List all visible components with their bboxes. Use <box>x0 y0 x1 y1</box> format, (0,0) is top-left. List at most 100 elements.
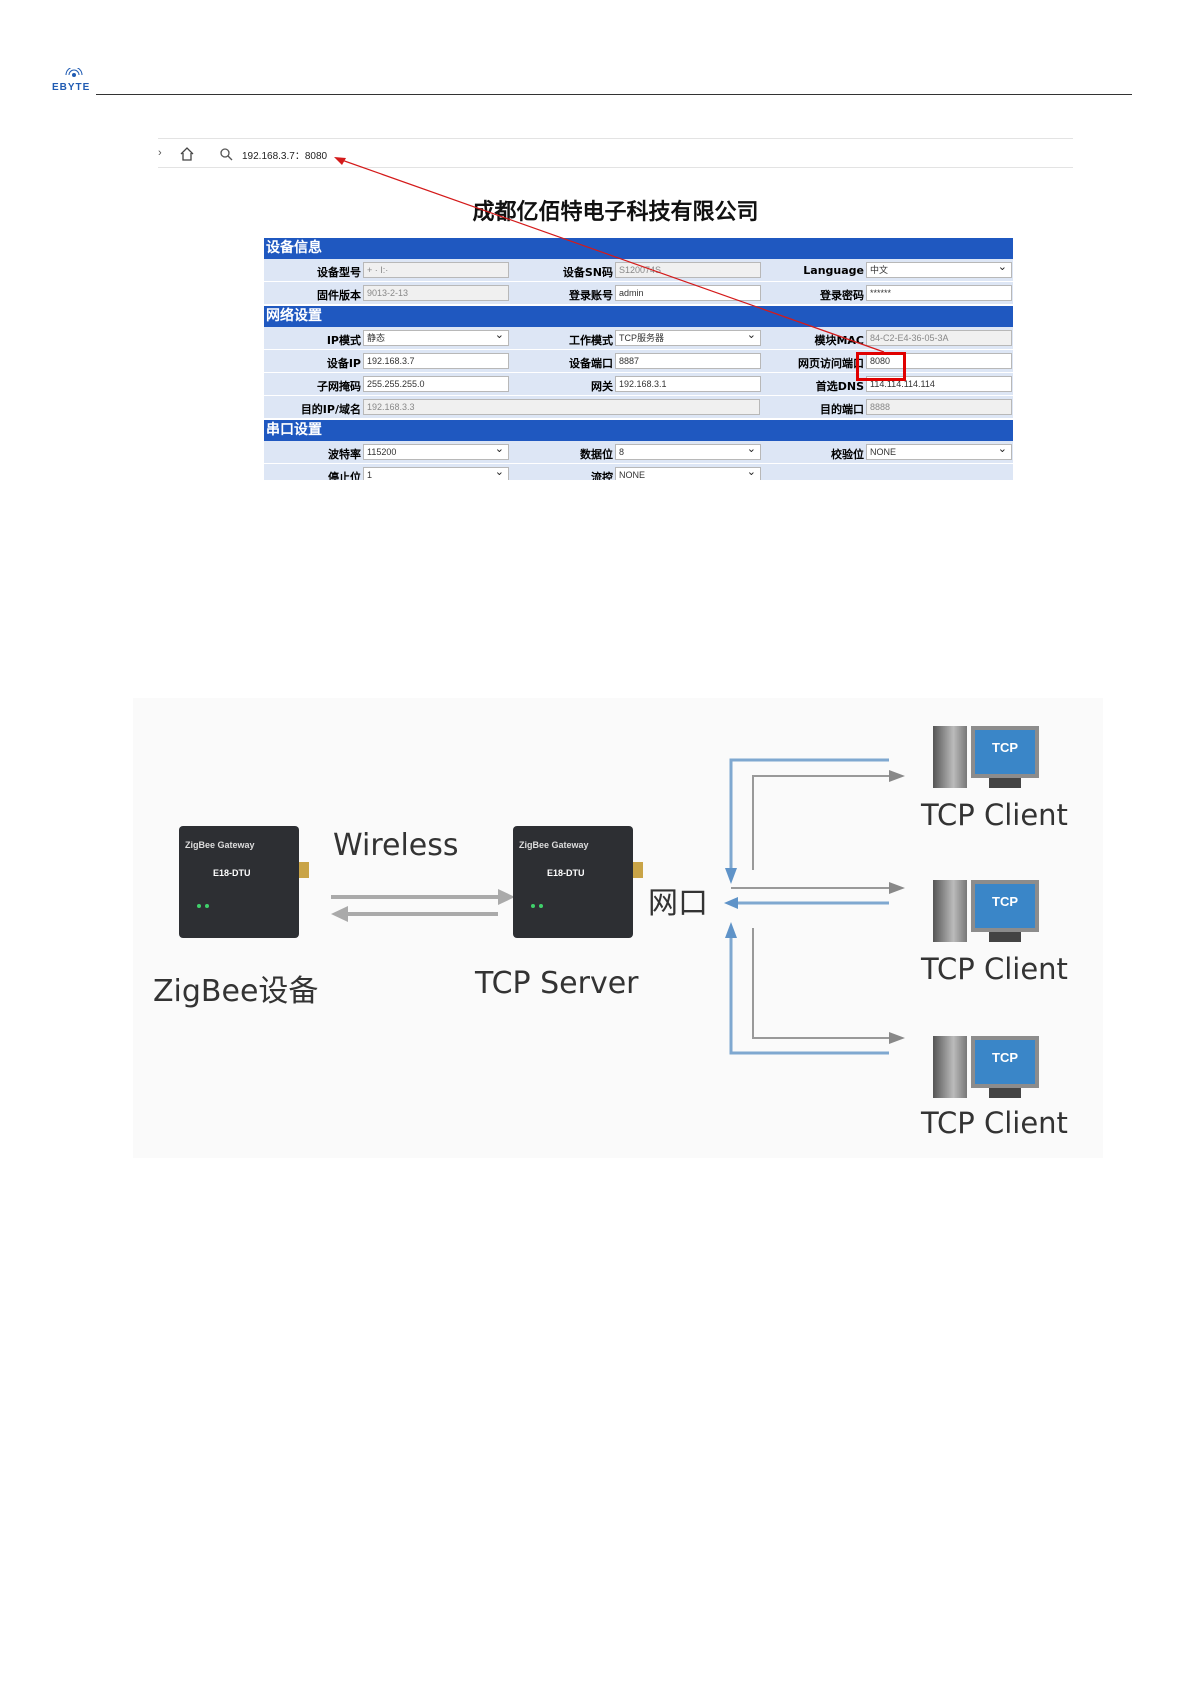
tcp-client-computer-icon: TCP <box>933 880 1043 942</box>
field-label: 停止位 <box>328 471 361 480</box>
language-select[interactable]: 中文 <box>866 262 1012 278</box>
device-title: ZigBee Gateway <box>519 840 589 850</box>
header-rule <box>96 94 1132 95</box>
field-label: 模块MAC <box>814 334 864 347</box>
company-title: 成都亿佰特电子科技有限公司 <box>472 200 759 225</box>
monitor-stand <box>989 932 1021 942</box>
ebyte-logo-icon <box>65 68 83 77</box>
home-icon[interactable] <box>178 145 196 163</box>
antenna-icon <box>299 862 309 878</box>
web-port-input[interactable]: 8080 <box>866 353 1012 369</box>
device-port-input[interactable]: 8887 <box>615 353 761 369</box>
zigbee-device-image: ZigBee Gateway E18-DTU <box>179 826 309 938</box>
led-indicator <box>539 904 543 908</box>
stopbits-select[interactable]: 1 <box>363 467 509 480</box>
field-label: IP模式 <box>326 334 361 347</box>
wireless-label: Wireless <box>333 828 459 863</box>
field-label: 登录账号 <box>569 289 613 302</box>
work-mode-select[interactable]: TCP服务器 <box>615 330 761 346</box>
form-row: 设备型号 + · I:· 设备SN码 S120074S Language 中文 <box>264 259 1013 282</box>
field-label: Language <box>803 264 864 277</box>
field-label: 网关 <box>591 380 613 393</box>
device-model: E18-DTU <box>547 868 585 878</box>
firmware-field: 9013-2-13 <box>363 285 509 301</box>
monitor-text: TCP <box>975 730 1035 774</box>
search-icon <box>220 148 233 161</box>
form-row: 子网掩码 255.255.255.0 网关 192.168.3.1 首选DNS … <box>264 373 1013 396</box>
nav-fragment-icon: › <box>158 147 162 159</box>
section-device-info: 设备信息 <box>264 238 1013 259</box>
address-bar[interactable]: › 192.168.3.7：8080 <box>158 138 1073 168</box>
field-label: 网页访问端口 <box>798 357 864 370</box>
field-label: 首选DNS <box>815 380 864 393</box>
field-label: 流控 <box>591 471 613 480</box>
pc-tower-icon <box>933 880 967 942</box>
device-ip-input[interactable]: 192.168.3.7 <box>363 353 509 369</box>
field-label: 波特率 <box>328 448 361 461</box>
device-title: ZigBee Gateway <box>185 840 255 850</box>
field-label: 目的端口 <box>820 403 864 416</box>
account-input[interactable]: admin <box>615 285 761 301</box>
monitor-stand <box>989 778 1021 788</box>
field-label: 设备型号 <box>317 266 361 279</box>
monitor-text: TCP <box>975 884 1035 928</box>
field-label: 目的IP/域名 <box>300 403 361 416</box>
pc-tower-icon <box>933 726 967 788</box>
form-row: 目的IP/域名 192.168.3.3 目的端口 8888 <box>264 396 1013 419</box>
tcp-server-label: TCP Server <box>475 966 639 1001</box>
tcp-server-device-image: ZigBee Gateway E18-DTU <box>513 826 643 938</box>
monitor-icon: TCP <box>971 1036 1039 1088</box>
gateway-input[interactable]: 192.168.3.1 <box>615 376 761 392</box>
baud-select[interactable]: 115200 <box>363 444 509 460</box>
section-network: 网络设置 <box>264 306 1013 327</box>
dest-ip-input: 192.168.3.3 <box>363 399 760 415</box>
form-row: 设备IP 192.168.3.7 设备端口 8887 网页访问端口 8080 <box>264 350 1013 373</box>
address-url[interactable]: 192.168.3.7：8080 <box>242 151 328 162</box>
tcp-client-computer-icon: TCP <box>933 1036 1043 1098</box>
led-indicator <box>531 904 535 908</box>
subnet-mask-input[interactable]: 255.255.255.0 <box>363 376 509 392</box>
connection-lines <box>331 758 905 1055</box>
web-config-screenshot: › 192.168.3.7：8080 成都亿佰特电子科技有限公司 设备信息 设备… <box>158 138 1073 480</box>
databits-select[interactable]: 8 <box>615 444 761 460</box>
flow-select[interactable]: NONE <box>615 467 761 480</box>
tcp-client-label: TCP Client <box>921 1106 1068 1140</box>
tcp-client-label: TCP Client <box>921 952 1068 986</box>
monitor-icon: TCP <box>971 880 1039 932</box>
led-indicator <box>197 904 201 908</box>
web-port-highlight-box <box>856 352 906 381</box>
monitor-text: TCP <box>975 1040 1035 1084</box>
zigbee-device-label: ZigBee设备 <box>153 974 319 1009</box>
password-input[interactable]: ****** <box>866 285 1012 301</box>
mac-field: 84-C2-E4-36-05-3A <box>866 330 1012 346</box>
antenna-icon <box>633 862 643 878</box>
led-indicator <box>205 904 209 908</box>
monitor-stand <box>989 1088 1021 1098</box>
annotation-arrow <box>334 157 885 353</box>
monitor-icon: TCP <box>971 726 1039 778</box>
field-label: 设备IP <box>326 357 361 370</box>
field-label: 校验位 <box>831 448 864 461</box>
field-label: 设备SN码 <box>562 266 613 279</box>
model-field: + · I:· <box>363 262 509 278</box>
form-row: 停止位 1 流控 NONE <box>264 464 1013 480</box>
sn-field: S120074S <box>615 262 761 278</box>
form-row: 波特率 115200 数据位 8 校验位 NONE <box>264 441 1013 464</box>
section-serial: 串口设置 <box>264 420 1013 441</box>
parity-select[interactable]: NONE <box>866 444 1012 460</box>
dest-port-input: 8888 <box>866 399 1012 415</box>
device-model: E18-DTU <box>213 868 251 878</box>
logo-text: EBYTE <box>52 82 91 93</box>
field-label: 设备端口 <box>569 357 613 370</box>
field-label: 固件版本 <box>317 289 361 302</box>
field-label: 工作模式 <box>569 334 613 347</box>
field-label: 子网掩码 <box>317 380 361 393</box>
field-label: 数据位 <box>580 448 613 461</box>
ip-mode-select[interactable]: 静态 <box>363 330 509 346</box>
pc-tower-icon <box>933 1036 967 1098</box>
tcp-client-label: TCP Client <box>921 798 1068 832</box>
form-row: 固件版本 9013-2-13 登录账号 admin 登录密码 ****** <box>264 282 1013 305</box>
tcp-client-computer-icon: TCP <box>933 726 1043 788</box>
ethernet-port-label: 网口 <box>648 886 708 921</box>
field-label: 登录密码 <box>820 289 864 302</box>
